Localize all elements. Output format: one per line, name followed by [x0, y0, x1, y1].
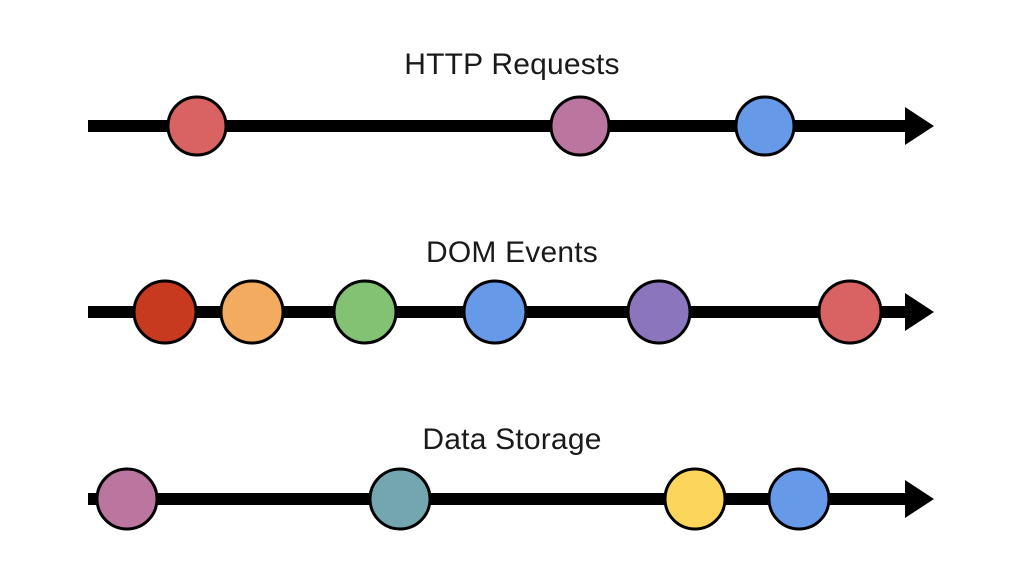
timeline-arrowhead-http-requests — [905, 107, 934, 145]
timeline-node-data-storage-3[interactable] — [663, 467, 727, 531]
timeline-node-http-requests-1[interactable] — [166, 95, 228, 157]
timeline-title-http-requests: HTTP Requests — [404, 48, 620, 81]
timeline-arrowhead-data-storage — [905, 480, 934, 518]
timeline-arrowhead-dom-events — [905, 293, 934, 331]
timeline-node-data-storage-1[interactable] — [95, 467, 159, 531]
timeline-node-dom-events-2[interactable] — [219, 279, 285, 345]
timeline-node-data-storage-2[interactable] — [368, 467, 432, 531]
timeline-node-data-storage-4[interactable] — [767, 467, 831, 531]
timeline-node-http-requests-2[interactable] — [549, 95, 611, 157]
timeline-title-data-storage: Data Storage — [422, 423, 602, 456]
timeline-node-http-requests-3[interactable] — [734, 95, 796, 157]
timeline-node-dom-events-3[interactable] — [332, 279, 398, 345]
timeline-node-dom-events-4[interactable] — [462, 279, 528, 345]
timeline-node-dom-events-5[interactable] — [626, 279, 692, 345]
timeline-title-dom-events: DOM Events — [425, 236, 599, 269]
timeline-node-dom-events-1[interactable] — [132, 279, 198, 345]
timeline-node-dom-events-6[interactable] — [817, 279, 883, 345]
